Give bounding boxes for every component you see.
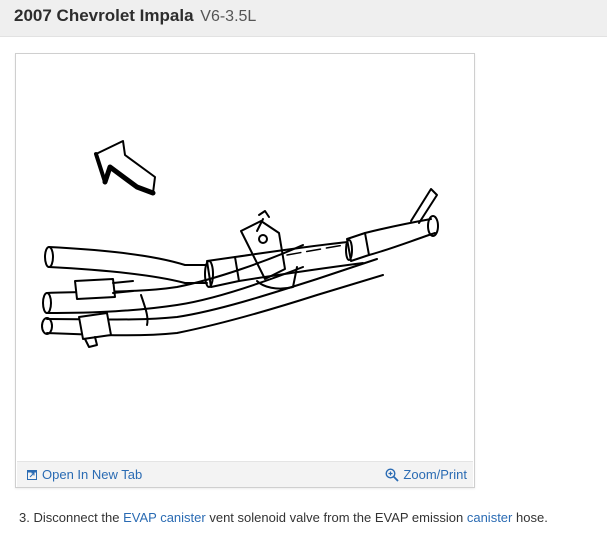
zoom-icon [385,467,400,482]
figure-footer: Open In New Tab Zoom/Print [17,461,473,487]
zoom-print-label: Zoom/Print [403,467,467,482]
open-in-new-tab-link[interactable]: Open In New Tab [27,467,142,482]
step-number: 3. [19,510,30,525]
page-header: 2007 Chevrolet Impala V6-3.5L [0,0,607,37]
upper-pipe [48,246,208,266]
line-drawing-figure[interactable] [17,55,473,460]
engine-spec: V6-3.5L [200,8,257,25]
page-title: 2007 Chevrolet Impala V6-3.5L [14,6,256,26]
evap-hose-diagram [41,140,439,348]
vehicle-name: 2007 Chevrolet Impala [14,6,194,25]
step-text: vent solenoid valve from the EVAP emissi… [209,510,464,525]
canister-link[interactable]: canister [466,510,513,525]
instruction-step: 3. Disconnect the EVAP canister vent sol… [19,510,548,525]
step-text: Disconnect the [33,510,120,525]
zoom-print-link[interactable]: Zoom/Print [385,467,467,482]
open-tab-icon [27,470,37,480]
evap-canister-link[interactable]: EVAP canister [123,510,206,525]
direction-arrow [95,140,156,194]
figure-card: Open In New Tab Zoom/Print [15,53,475,488]
open-in-new-tab-label: Open In New Tab [42,467,143,482]
step-text: hose. [516,510,548,525]
